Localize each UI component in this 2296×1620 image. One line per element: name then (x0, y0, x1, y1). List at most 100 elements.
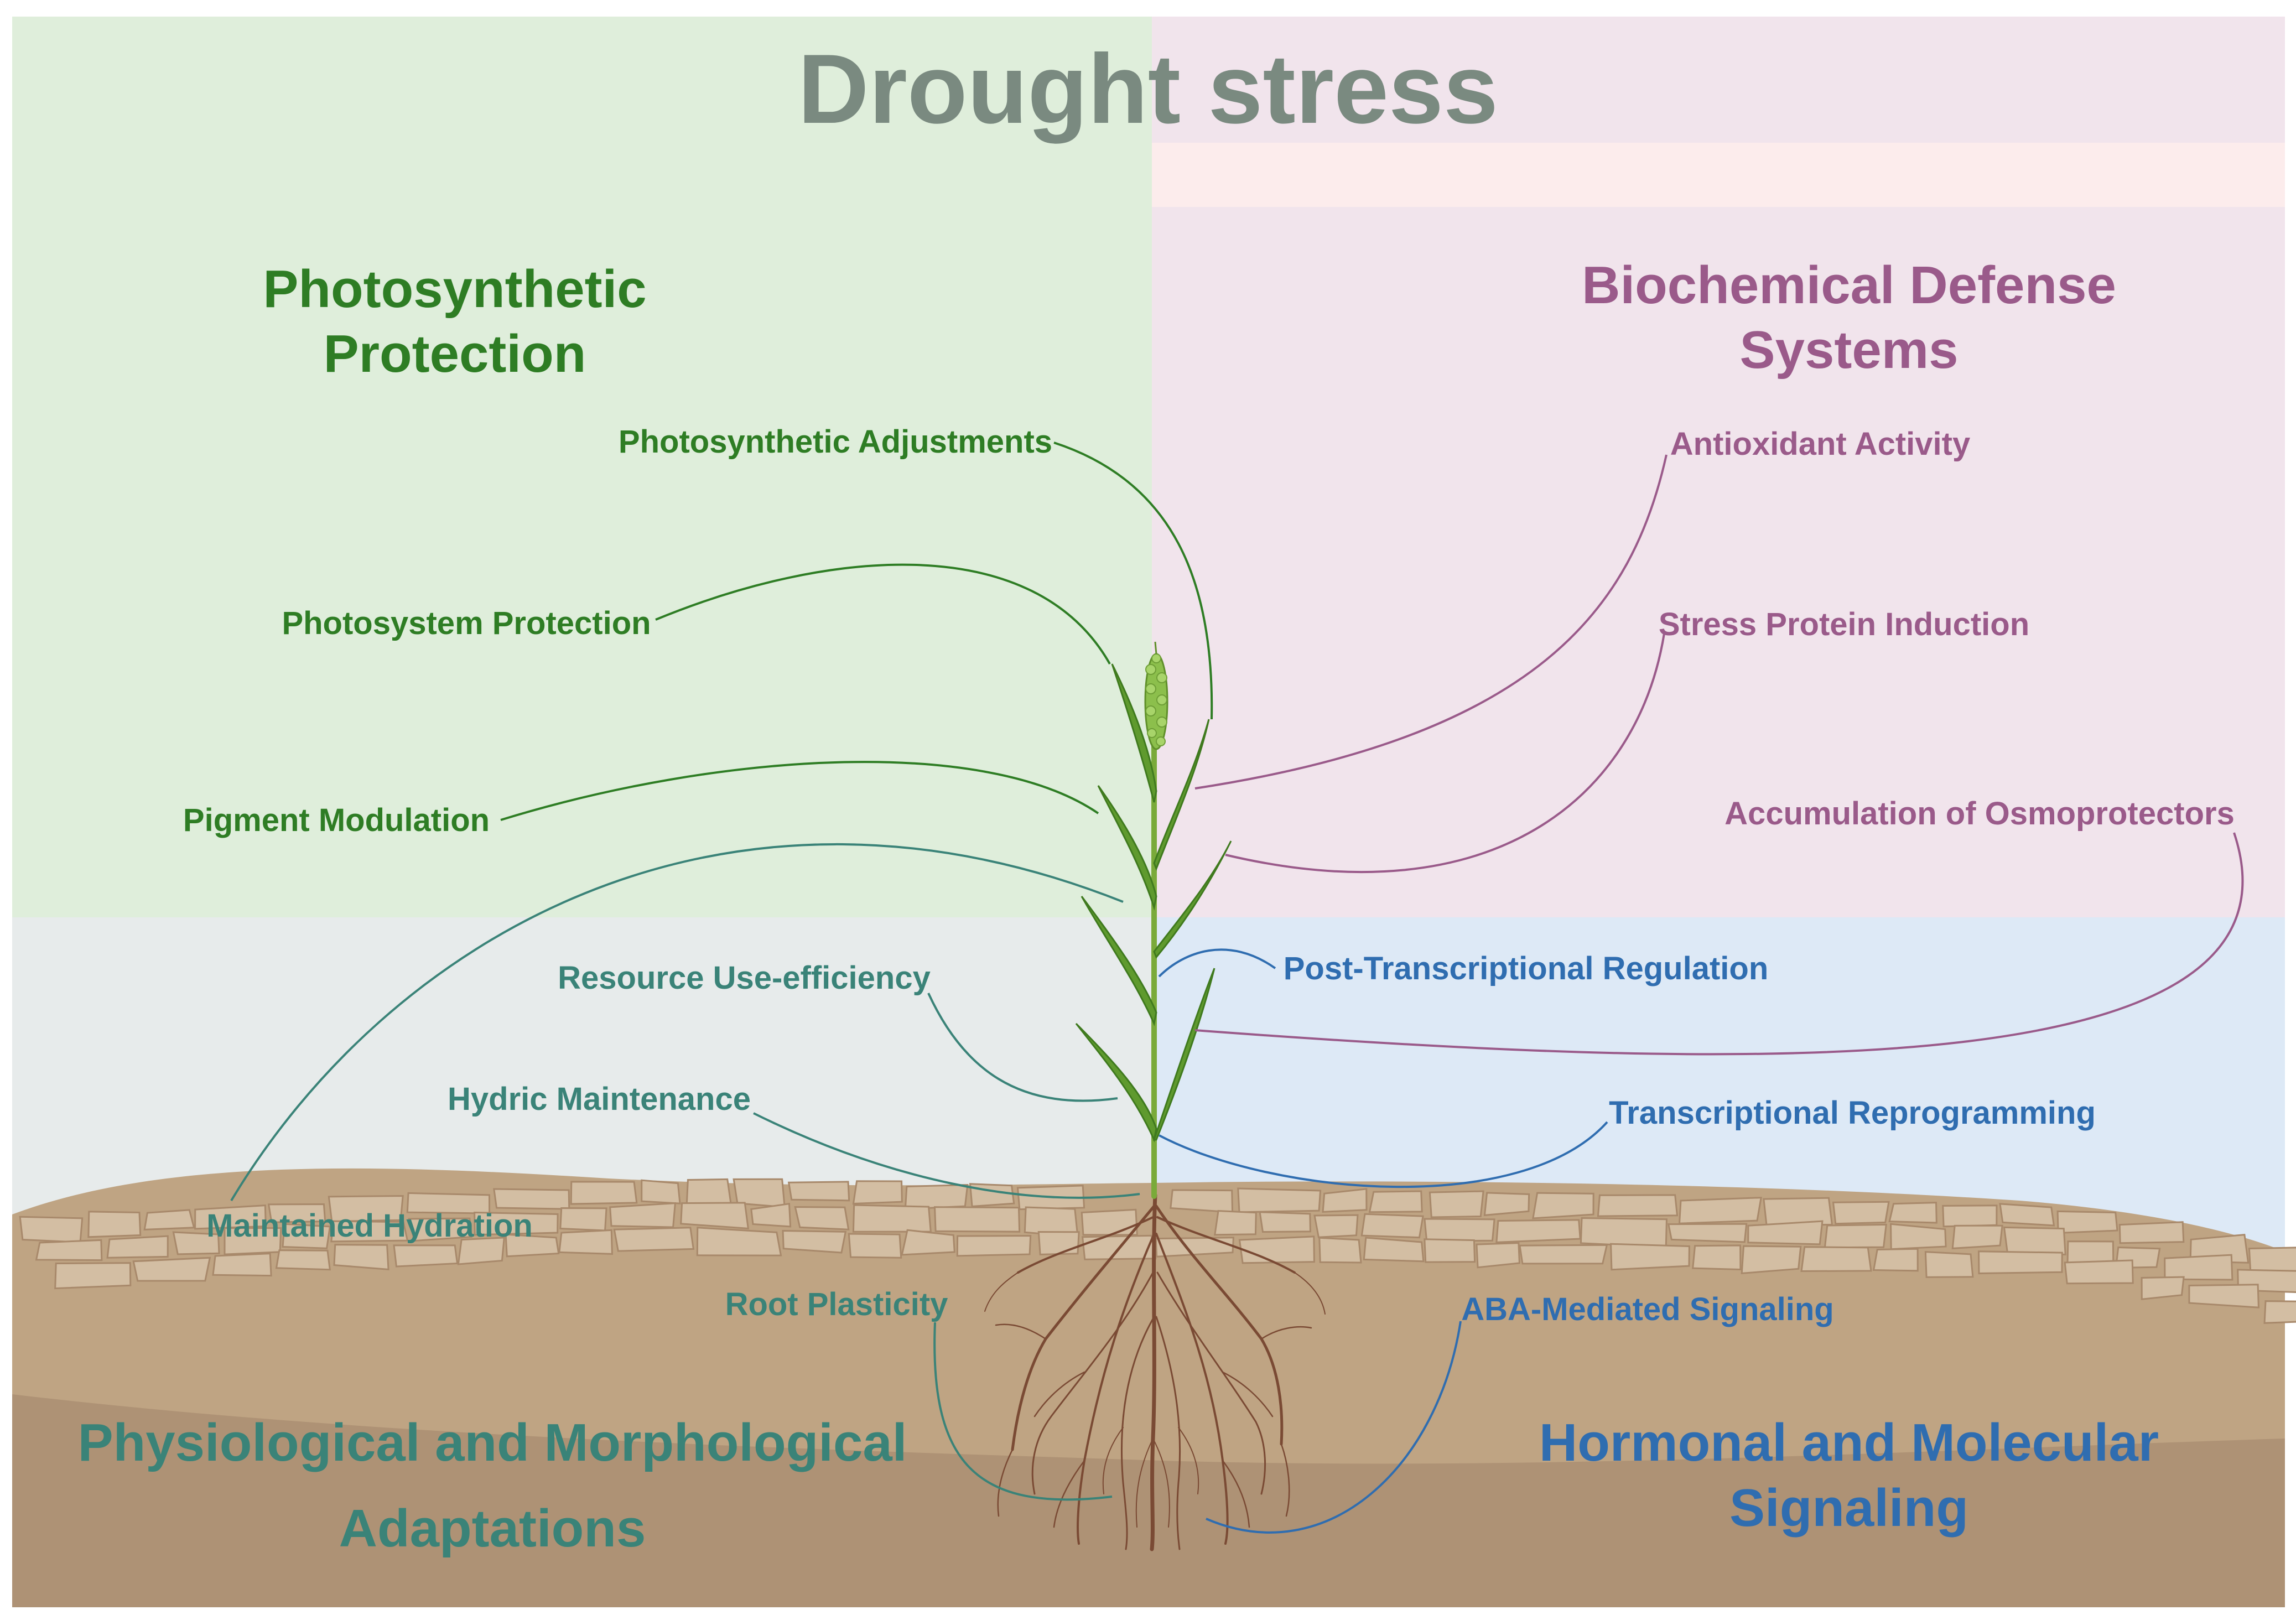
soil-crack-tile (408, 1217, 472, 1242)
section-title-line2: Protection (324, 324, 586, 383)
soil-crack-tile (750, 1202, 792, 1228)
soil-crack-tile (505, 1233, 560, 1258)
grain-spike (1144, 641, 1168, 750)
item-photosynthetic-adjustments: Photosynthetic Adjustments (619, 424, 1052, 460)
item-photosystem-protection: Photosystem Protection (282, 605, 651, 641)
connector-root-plasticity (933, 1322, 1113, 1501)
soil-crack-tile (1259, 1211, 1311, 1233)
connector-stress-protein-induction (1225, 633, 1665, 874)
soil-crack-tile (457, 1237, 505, 1265)
biochemical-section: Biochemical Defense Systems Antioxidant … (1582, 256, 2235, 832)
soil-crack-tile (2064, 1259, 2134, 1285)
soil-crack-tile (1428, 1190, 1484, 1218)
soil-crack-tile (696, 1227, 782, 1256)
soil-crack-tile (1872, 1248, 1919, 1272)
soil-crack-tile (1597, 1194, 1679, 1217)
soil-crack-tile (493, 1188, 570, 1210)
soil-crack-tile (1363, 1237, 1425, 1263)
soil-crack-tile (282, 1223, 331, 1249)
leaves (1075, 663, 1232, 1143)
soil-crack-tile (794, 1206, 850, 1230)
section-title-line1: Photosynthetic (263, 259, 646, 319)
soil-crack-tile (1037, 1230, 1080, 1255)
soil-crack-tile (1999, 1203, 2055, 1227)
soil-crack-tile (1322, 1188, 1368, 1213)
soil-crack-tile (1519, 1244, 1608, 1265)
soil-crack-tile (1214, 1209, 1257, 1236)
soil-crack-tile (1692, 1244, 1742, 1270)
item-transcriptional-reprogramming: Transcriptional Reprogramming (1609, 1095, 2096, 1131)
item-maintained-hydration: Maintained Hydration (206, 1208, 533, 1244)
item-osmoprotectors: Accumulation of Osmoprotectors (1724, 796, 2235, 832)
soil-crack-tile (54, 1262, 132, 1290)
soil-crack-tile (680, 1202, 750, 1229)
connector-resource-use-efficiency (927, 993, 1118, 1102)
photosynthetic-section: Photosynthetic Protection Photosynthetic… (183, 259, 1052, 838)
soil-crack-tile (172, 1231, 220, 1255)
soil-crack-tile (1890, 1223, 1947, 1250)
soil-crack-tile (2248, 1247, 2296, 1277)
item-stress-protein-induction: Stress Protein Induction (1659, 606, 2029, 642)
connector-pigment-modulation (500, 761, 1099, 821)
soil-crack-tile (212, 1253, 272, 1277)
soil-crack-tile (106, 1235, 169, 1259)
physiological-section: Resource Use-efficiency Hydric Maintenan… (78, 960, 948, 1558)
section-title-line1: Physiological and Morphological (78, 1413, 907, 1472)
connector-post-transcriptional (1158, 948, 1276, 978)
soil-crack-tile (852, 1204, 932, 1233)
soil-crack-tile (1155, 1237, 1235, 1258)
soil-crack-tile (2188, 1284, 2259, 1309)
soil-crack-tile (558, 1229, 613, 1255)
soil-crack-tile (956, 1234, 1032, 1257)
soil-crack-tile (1424, 1218, 1495, 1242)
soil-crack-tile (613, 1227, 695, 1252)
section-title-line2: Adaptations (339, 1499, 646, 1558)
soil-crack-tile (1081, 1208, 1138, 1236)
photosynthetic-quadrant-bg (12, 17, 1152, 917)
soil-crack-tile (2141, 1276, 2185, 1300)
connector-hydric-maintenance (753, 1112, 1140, 1199)
soil-crack-tile (1942, 1204, 1998, 1228)
soil-crack-tile (1170, 1189, 1234, 1213)
soil-lower-layer (12, 1394, 2285, 1607)
leaf (1153, 719, 1210, 871)
soil-crack-tile (901, 1229, 955, 1256)
soil-crack-tile (1747, 1220, 1824, 1245)
main-title: Drought stress (798, 34, 1498, 144)
soil-crack-tile (1495, 1219, 1581, 1243)
soil-crack-tile (570, 1181, 638, 1205)
soil-crack-tile (1888, 1202, 1937, 1224)
soil-crack-tile (393, 1244, 459, 1268)
soil-crack-tile (1580, 1217, 1668, 1248)
soil-crack-tile (641, 1179, 681, 1204)
soil-crack-tile (35, 1239, 103, 1261)
plant (984, 641, 1326, 1551)
soil-ground (12, 1168, 2296, 1607)
soil-crack-tile (1360, 1213, 1424, 1239)
soil-crack-tile (1924, 1251, 1974, 1278)
item-aba-mediated-signaling: ABA-Mediated Signaling (1461, 1291, 1833, 1327)
soil-crack-tile (330, 1220, 409, 1243)
item-hydric-maintenance: Hydric Maintenance (448, 1081, 751, 1117)
soil-crack-tile (194, 1204, 267, 1230)
soil-crack-tile (969, 1183, 1015, 1208)
soil-crack-tile (267, 1203, 326, 1223)
soil-crack-tile (2263, 1300, 2296, 1324)
soil-crack-tile (333, 1244, 389, 1270)
soil-crack-tile (559, 1207, 607, 1232)
soil-crack-tile (1238, 1235, 1315, 1264)
soil-crack-tile (1476, 1242, 1520, 1269)
soil-crack-tile (787, 1181, 850, 1202)
section-title-line1: Biochemical Defense (1582, 256, 2116, 315)
item-resource-use-efficiency: Resource Use-efficiency (558, 960, 931, 996)
cracked-soil-surface (19, 1178, 2296, 1324)
soil-crack-tile (1368, 1190, 1423, 1213)
soil-crack-tile (1951, 1224, 2003, 1249)
soil-crack-tile (609, 1202, 677, 1228)
item-pigment-modulation: Pigment Modulation (183, 802, 490, 838)
soil-crack-tile (143, 1209, 195, 1230)
item-antioxidant-activity: Antioxidant Activity (1670, 426, 1970, 462)
connector-photosystem-protection (655, 563, 1111, 664)
section-title-line2: Systems (1740, 320, 1959, 380)
